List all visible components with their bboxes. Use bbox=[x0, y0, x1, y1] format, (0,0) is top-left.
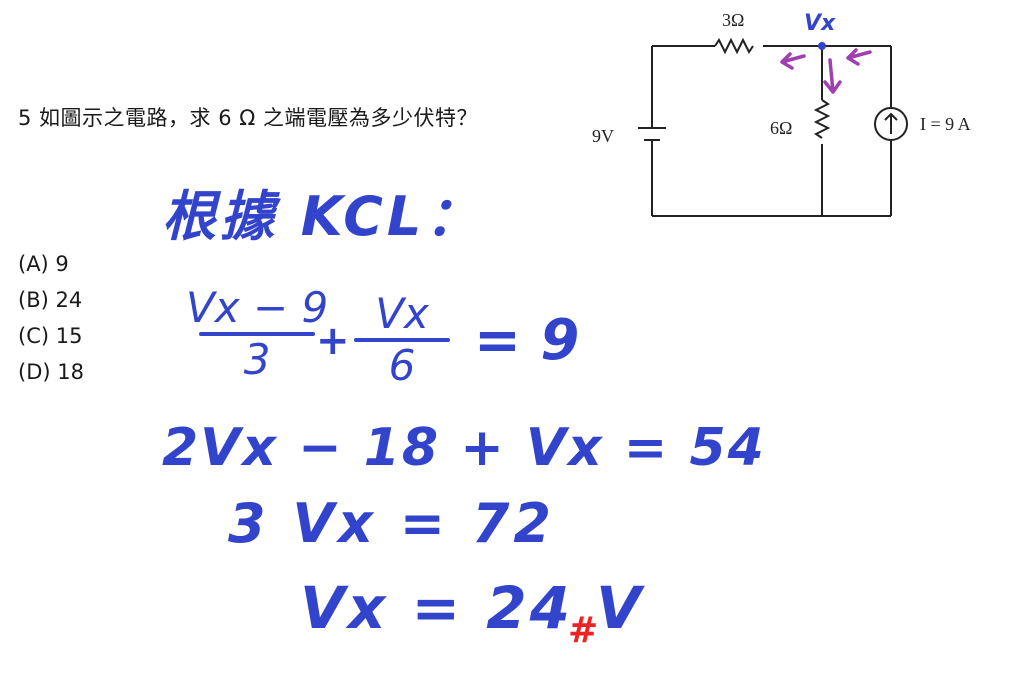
equation-4: Vx = 24 V bbox=[300, 574, 645, 642]
arrow-down-icon bbox=[823, 58, 842, 94]
label-current: I = 9 A bbox=[920, 114, 971, 134]
node-vx-label: Vx bbox=[804, 11, 836, 36]
fraction-1-numerator: Vx − 9 bbox=[186, 283, 329, 332]
solution-heading: 根據 KCL： bbox=[162, 185, 484, 248]
arrow-left-icon bbox=[780, 52, 806, 70]
plus-sign: + bbox=[316, 318, 350, 364]
current-source-icon bbox=[874, 107, 908, 141]
fraction-1-denominator: 3 bbox=[243, 335, 271, 384]
option-c: (C) 15 bbox=[18, 324, 83, 348]
arrow-in-icon bbox=[846, 48, 872, 66]
resistor-3ohm bbox=[714, 37, 754, 55]
question-text: 5 如圖示之電路，求 6 Ω 之端電壓為多少伏特？ bbox=[18, 106, 478, 130]
fraction-2: Vx 6 bbox=[354, 290, 450, 390]
fraction-2-numerator: Vx bbox=[375, 289, 429, 338]
equation-2: 2Vx − 18 + Vx = 54 bbox=[162, 418, 766, 478]
answer-options: (A) 9 (B) 24 (C) 15 (D) 18 bbox=[18, 246, 84, 390]
current-arrows bbox=[780, 48, 872, 94]
answer-mark-icon: # bbox=[568, 610, 599, 651]
node-vx-dot bbox=[818, 42, 826, 50]
fraction-2-denominator: 6 bbox=[388, 341, 416, 390]
option-d: (D) 18 bbox=[18, 360, 84, 384]
fraction-bar bbox=[199, 332, 316, 336]
option-a: (A) 9 bbox=[18, 252, 69, 276]
eq1-rhs: = 9 bbox=[474, 308, 580, 373]
resistor-6ohm bbox=[813, 99, 831, 139]
option-b: (B) 24 bbox=[18, 288, 83, 312]
label-6ohm: 6Ω bbox=[770, 118, 792, 138]
label-9v: 9V bbox=[592, 126, 614, 146]
circuit-diagram: 3Ω 6Ω 9V auto I = 9 A Vx bbox=[592, 10, 971, 217]
fraction-bar bbox=[354, 338, 450, 342]
equation-3: 3 Vx = 72 bbox=[228, 492, 555, 555]
fraction-1: Vx − 9 3 bbox=[186, 284, 328, 384]
label-3ohm: 3Ω bbox=[722, 10, 744, 30]
